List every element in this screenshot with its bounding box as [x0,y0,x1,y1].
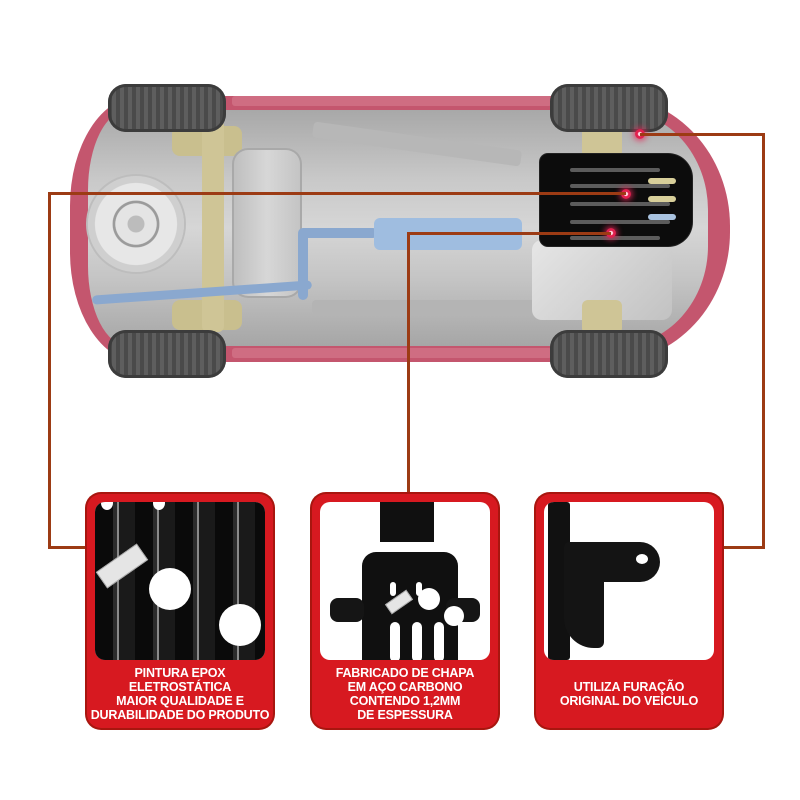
skid-slot [648,214,676,220]
drain-hole [418,588,440,610]
caption-line: MAIOR QUALIDADE E [116,694,244,708]
drain-hole [149,568,191,610]
small-slot [416,582,422,596]
tire-front-right [550,330,668,378]
fuel-tank [232,148,302,298]
feature-caption: UTILIZA FURAÇÃO ORIGINAL DO VEÍCULO [536,664,722,724]
mounting-bracket-photo [544,502,714,660]
vent-slot [434,622,444,660]
caption-line: ELETROSTÁTICA [128,680,232,694]
skid-slot [648,196,676,202]
skid-rib [570,236,660,240]
rear-axle-beam [202,120,224,332]
caption-line: ORIGINAL DO VEÍCULO [559,694,699,708]
mount-hole [153,502,165,510]
mounting-ear-left [330,598,364,622]
exhaust-pipe [298,230,308,300]
caption-line: FABRICADO DE CHAPA [335,666,475,680]
feature-card-carbon-steel: FABRICADO DE CHAPA EM AÇO CARBONO CONTEN… [312,494,498,728]
caption-line: DURABILIDADE DO PRODUTO [90,708,270,722]
tire-rear-left [108,84,226,132]
car-underbody-view [62,84,732,378]
exhaust-pipe [298,228,378,238]
connector-line-card-1 [48,546,88,549]
engine-skid-plate [540,154,692,246]
skid-rib [570,220,670,224]
connector-line-card-1 [48,192,626,195]
skid-plate-full-photo [320,502,490,660]
small-slot [390,582,396,596]
connector-line-card-1 [48,192,51,548]
hotspot-plate-material [606,228,616,238]
feature-caption: PINTURA EPOX ELETROSTÁTICA MAIOR QUALIDA… [87,664,273,724]
drain-hole [219,604,261,646]
skid-rib [570,202,670,206]
caption-line: CONTENDO 1,2MM [349,694,461,708]
vent-slot [412,622,422,660]
feature-card-epox-paint: PINTURA EPOX ELETROSTÁTICA MAIOR QUALIDA… [87,494,273,728]
side-sill-left [232,96,552,106]
caption-line: EM AÇO CARBONO [347,680,463,694]
skid-rib [570,184,670,188]
spare-tire [88,176,184,272]
connector-line-card-2 [407,232,410,494]
feature-caption: FABRICADO DE CHAPA EM AÇO CARBONO CONTEN… [312,664,498,724]
caption-line: PINTURA EPOX [134,666,226,680]
vent-slot [390,622,400,660]
hotspot-plate-surface [621,189,631,199]
tire-front-left [550,84,668,132]
skid-rib [570,168,660,172]
feature-card-original-holes: UTILIZA FURAÇÃO ORIGINAL DO VEÍCULO [536,494,722,728]
bolt-hole [636,554,648,564]
frame-rail [312,300,552,314]
bracket-leg [564,572,604,648]
mount-hole [101,502,113,510]
caption-line: UTILIZA FURAÇÃO [573,680,685,694]
connector-line-card-3 [640,133,765,136]
skid-plate-surface-photo [95,502,265,660]
drain-hole [444,606,464,626]
connector-line-card-3 [722,546,765,549]
caption-line: DE ESPESSURA [357,708,453,722]
connector-line-card-3 [762,133,765,548]
front-control-arm [582,300,622,334]
side-sill-right [232,348,552,358]
skid-plate-neck [380,502,434,542]
tire-rear-right [108,330,226,378]
skid-slot [648,178,676,184]
connector-line-card-2 [407,232,611,235]
